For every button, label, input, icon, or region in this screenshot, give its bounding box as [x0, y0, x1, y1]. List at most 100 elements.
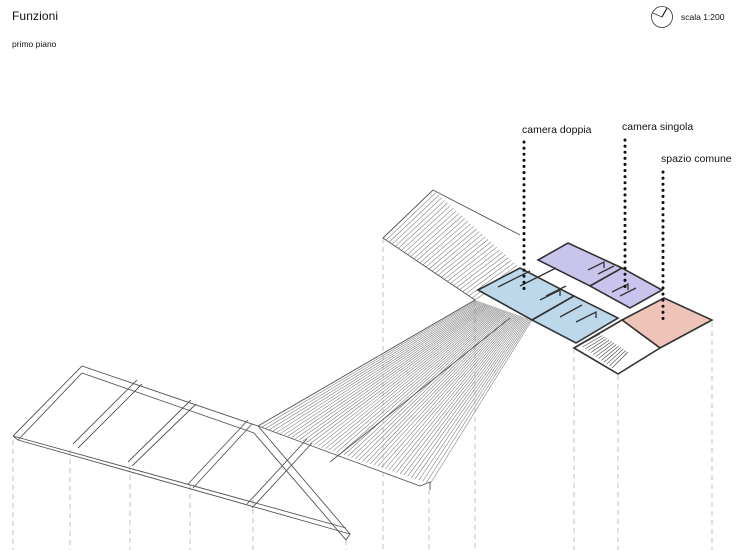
hatch-line — [392, 315, 520, 472]
label-spazio-comune: spazio comune — [661, 153, 732, 165]
hatch-line — [298, 304, 489, 441]
hatch-line — [456, 252, 503, 288]
hatch-line — [579, 333, 601, 346]
hatch-line — [416, 218, 466, 261]
hatch-line — [328, 308, 499, 451]
hatch-line — [369, 312, 513, 465]
hatch-line — [429, 319, 533, 485]
hatch-line — [587, 338, 608, 352]
rooms — [476, 242, 714, 375]
hatched-ramp — [257, 189, 533, 485]
hatch-line — [425, 226, 474, 268]
hatch-line — [407, 210, 457, 255]
hatch-line — [438, 236, 486, 276]
hatch-line — [355, 311, 508, 459]
hatch-line — [388, 195, 439, 243]
hatch-line — [585, 336, 605, 350]
hatch-line — [411, 317, 527, 478]
hatch-line — [453, 249, 500, 286]
label-camera-doppia: camera doppia — [522, 124, 592, 136]
hatch-line — [603, 347, 622, 363]
hatch-line — [431, 231, 480, 272]
hatch-line — [401, 205, 451, 251]
hatch-line — [310, 305, 493, 444]
hatch-line — [385, 192, 437, 241]
hatch-line — [590, 339, 610, 353]
hatch-line — [340, 309, 503, 454]
hatch-line — [419, 220, 468, 264]
ramp-outline — [257, 189, 521, 490]
hatch-line — [459, 254, 506, 290]
room-camera-doppia-2 — [530, 295, 620, 344]
hatch-line — [272, 301, 481, 432]
hatch-line — [336, 308, 502, 453]
room-camera-singola-2 — [588, 267, 664, 309]
stairs — [579, 333, 629, 369]
hatch-line — [388, 315, 519, 471]
hatch-line — [343, 309, 504, 456]
hatch-line — [381, 314, 517, 468]
page-subtitle: primo piano — [12, 39, 57, 49]
leader-lines — [522, 138, 665, 324]
hatch-line — [422, 318, 530, 482]
hatch-line — [358, 311, 509, 461]
scale-label: scala 1:200 — [681, 12, 725, 22]
pergola-frame — [12, 365, 351, 541]
hatch-line — [280, 302, 483, 434]
hatch-line — [366, 312, 512, 463]
hatch-line — [428, 228, 477, 270]
north-arrow-icon — [651, 6, 673, 28]
hatch-line — [313, 306, 494, 446]
hatch-line — [269, 301, 479, 431]
hatch-line — [395, 200, 445, 247]
hatch-line — [265, 300, 478, 429]
hatch-line — [317, 306, 495, 447]
hatch-line — [373, 313, 514, 466]
hatch-line — [593, 341, 612, 355]
hatch-line — [410, 213, 460, 257]
hatch-line — [321, 307, 497, 448]
hatch-line — [450, 246, 497, 284]
hatch-line — [609, 350, 626, 367]
hatch-line — [426, 319, 531, 483]
hatch-line — [398, 202, 448, 249]
hatch-line — [413, 215, 463, 259]
hatch-line — [441, 239, 489, 278]
hatch-line — [465, 259, 512, 295]
label-camera-singola: camera singola — [622, 121, 694, 133]
hatch-line — [404, 207, 454, 253]
hatch-line — [347, 310, 505, 457]
hatch-line — [418, 318, 529, 481]
hatch-line — [595, 342, 615, 357]
hatch-line — [462, 257, 509, 292]
hatch-line — [306, 305, 492, 443]
hatch-line — [287, 303, 486, 437]
hatch-line — [606, 348, 624, 365]
hatch-line — [434, 233, 483, 274]
page-title: Funzioni — [12, 9, 59, 23]
hatch-line — [302, 304, 491, 442]
hatch-line — [444, 241, 492, 280]
hatch-line — [377, 313, 515, 467]
hatch-line — [384, 314, 518, 470]
hatch-line — [276, 301, 482, 433]
hatch-line — [261, 300, 477, 428]
hatch-line — [284, 302, 484, 436]
hatch-line — [351, 310, 507, 458]
hatch-line — [601, 345, 619, 361]
hatch-line — [447, 244, 495, 282]
hatch-line — [362, 311, 510, 462]
projection-lines — [12, 238, 713, 550]
hatch-line — [325, 307, 498, 449]
hatch-line — [403, 316, 524, 476]
hatch-line — [291, 303, 487, 438]
hatch-line — [332, 308, 500, 452]
hatch-line — [295, 304, 488, 439]
hatch-line — [582, 335, 603, 348]
hatch-line — [396, 315, 522, 473]
hatch-line — [611, 351, 629, 369]
hatch-line — [598, 344, 617, 359]
hatch-line — [422, 223, 471, 266]
hatch-line — [414, 318, 528, 480]
